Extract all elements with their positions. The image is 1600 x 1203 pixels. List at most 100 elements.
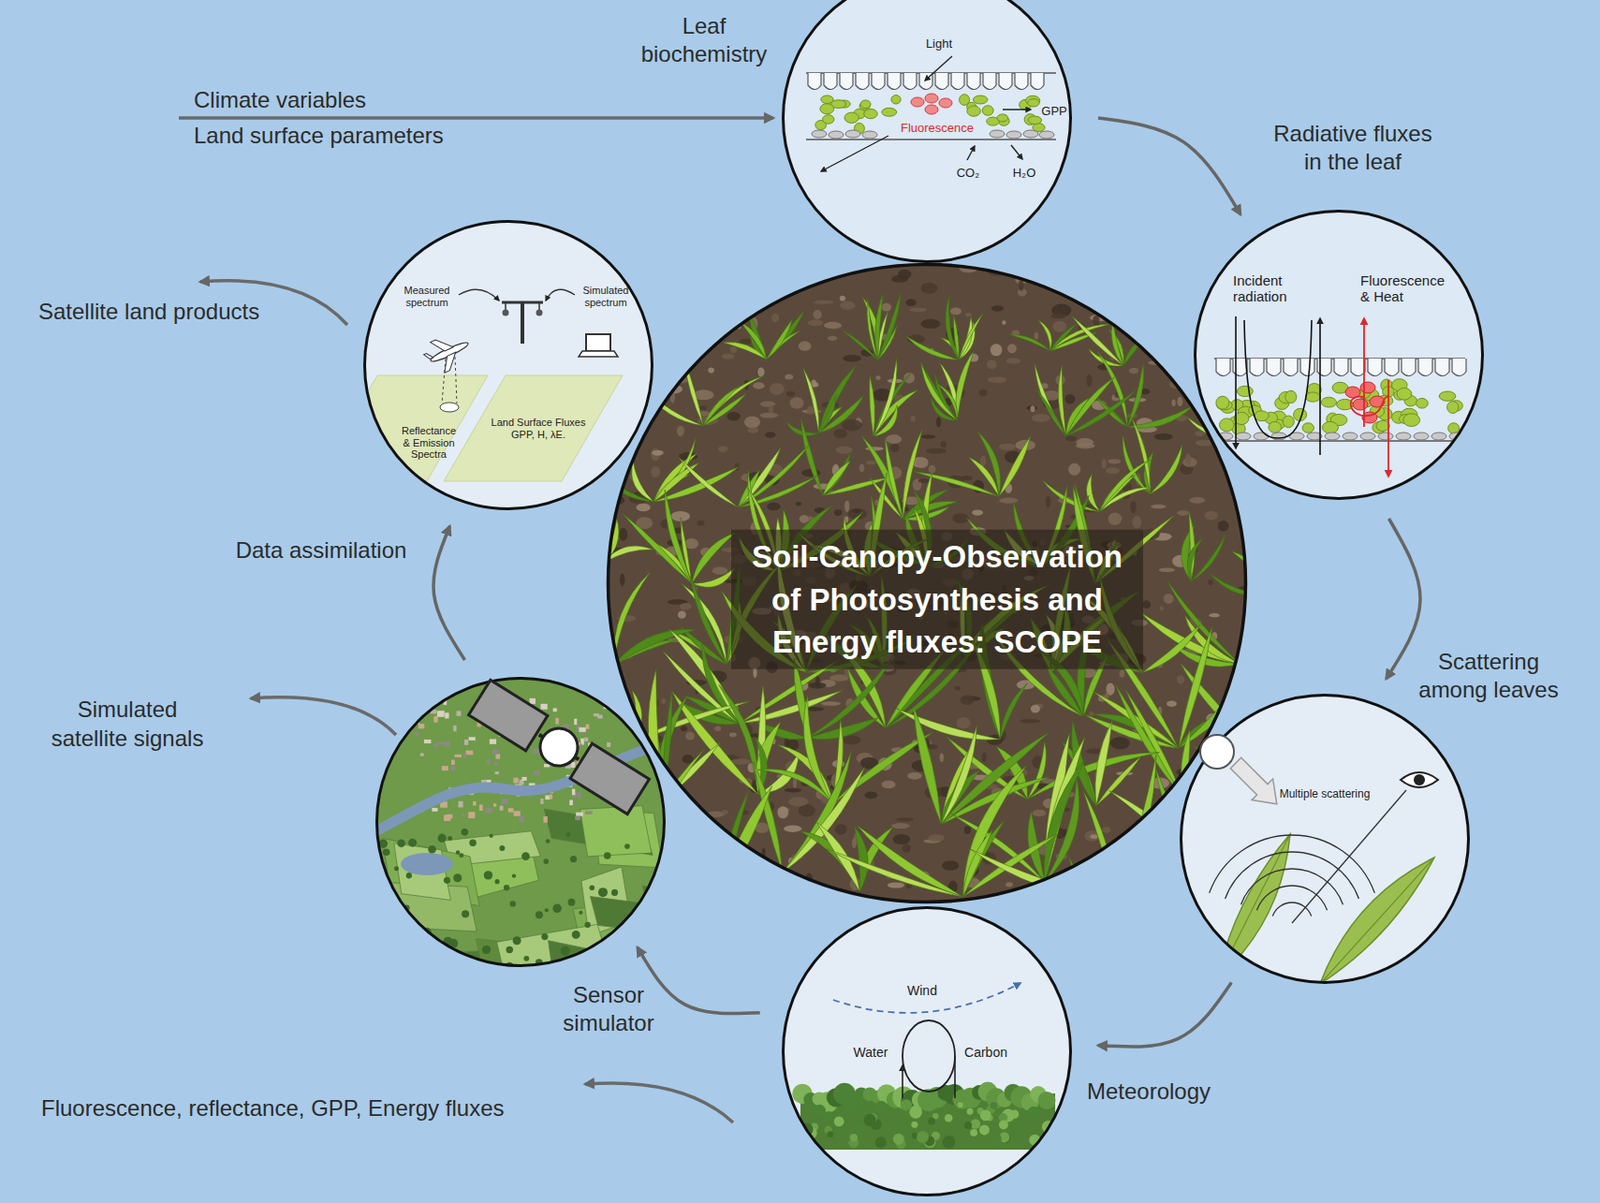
drawing-line xyxy=(455,356,457,404)
drawing-path xyxy=(1283,358,1298,377)
drawing-path xyxy=(629,240,671,263)
drawing-ellipse xyxy=(959,694,974,705)
drawing-circle xyxy=(1181,695,1469,984)
drawing-path xyxy=(1263,548,1273,595)
drawing-path xyxy=(866,298,878,361)
drawing-circle xyxy=(443,877,451,884)
drawing-ellipse xyxy=(920,282,938,294)
drawing-g xyxy=(781,0,1072,264)
drawing-circle xyxy=(783,0,1072,263)
drawing-path xyxy=(896,708,1000,740)
drawing-ellipse xyxy=(440,402,459,412)
drawing-ellipse xyxy=(1253,432,1269,441)
drawing-rect xyxy=(501,798,508,805)
drawing-path xyxy=(814,259,859,273)
drawing-ellipse xyxy=(811,130,827,138)
drawing-ellipse xyxy=(1158,353,1163,361)
drawing-rect xyxy=(472,801,477,807)
drawing-ellipse xyxy=(967,105,981,117)
drawing-ellipse xyxy=(771,313,779,323)
drawing-circle xyxy=(377,678,665,967)
drawing-ellipse xyxy=(677,827,693,833)
drawing-ellipse xyxy=(676,863,686,869)
drawing-path xyxy=(1044,736,1086,882)
gpp-label: GPP xyxy=(1039,104,1070,119)
drawing-path xyxy=(951,73,965,90)
drawing-rect xyxy=(434,716,439,723)
drawing-ellipse xyxy=(813,300,835,305)
drawing-ellipse xyxy=(1006,131,1022,139)
drawing-ellipse xyxy=(1077,291,1085,303)
drawing-path xyxy=(1067,261,1074,289)
drawing-ellipse xyxy=(842,735,861,746)
drawing-ellipse xyxy=(1207,579,1214,586)
drawing-path xyxy=(1309,577,1370,657)
drawing-ellipse xyxy=(902,843,911,853)
drawing-ellipse xyxy=(1208,613,1220,617)
drawing-ellipse xyxy=(979,389,988,397)
drawing-path xyxy=(1155,250,1187,281)
drawing-circle xyxy=(1200,734,1234,769)
drawing-ellipse xyxy=(1396,387,1412,400)
drawing-ellipse xyxy=(813,889,830,895)
drawing-ellipse xyxy=(875,375,881,381)
drawing-ellipse xyxy=(862,131,878,139)
drawing-ellipse xyxy=(1438,391,1456,401)
drawing-path xyxy=(1300,358,1315,377)
drawing-ellipse xyxy=(1163,593,1175,604)
drawing-circle xyxy=(535,910,544,919)
output-arrow xyxy=(585,1083,734,1123)
drawing-path xyxy=(1086,473,1100,512)
drawing-ellipse xyxy=(927,834,944,841)
drawing-ellipse xyxy=(650,466,661,478)
drawing-ellipse xyxy=(835,823,848,836)
drawing-circle xyxy=(403,934,409,940)
drawing-ellipse xyxy=(820,103,835,115)
drawing-ellipse xyxy=(691,823,701,834)
drawing-ellipse xyxy=(1176,510,1189,516)
step-heading: Leaf biochemistry xyxy=(629,12,779,69)
drawing-polygon xyxy=(430,334,454,355)
drawing-ellipse xyxy=(1018,279,1025,292)
drawing-ellipse xyxy=(881,107,897,117)
drawing-path xyxy=(1401,358,1416,377)
data-assimilation-circle: Data assimilationMeasured spectrumSimula… xyxy=(363,220,654,511)
drawing-ellipse xyxy=(1109,883,1130,895)
drawing-ellipse xyxy=(1105,467,1120,474)
drawing-circle xyxy=(406,872,412,879)
drawing-ellipse xyxy=(766,502,780,512)
drawing-ellipse xyxy=(827,336,837,341)
drawing-ellipse xyxy=(668,320,677,326)
drawing-ellipse xyxy=(700,405,707,411)
drawing-path xyxy=(782,766,866,873)
drawing-ellipse xyxy=(1110,736,1131,749)
drawing-path xyxy=(822,460,852,496)
drawing-polygon xyxy=(424,351,434,361)
drawing-circle xyxy=(512,873,516,878)
flow-arrow xyxy=(433,526,465,661)
output-label: Simulated satellite signals xyxy=(43,694,212,753)
co2-label: CO₂ xyxy=(951,166,985,181)
drawing-circle xyxy=(545,838,550,843)
drawing-circle xyxy=(468,961,474,968)
drawing-path xyxy=(722,341,767,359)
drawing-circle xyxy=(649,910,654,915)
drawing-ellipse xyxy=(712,854,724,867)
drawing-ellipse xyxy=(959,475,973,481)
drawing-rect xyxy=(437,710,445,718)
drawing-path xyxy=(1187,538,1203,582)
drawing-rect xyxy=(424,739,432,744)
drawing-ellipse xyxy=(1068,463,1081,476)
drawing-path xyxy=(546,494,603,565)
drawing-line xyxy=(1320,857,1435,984)
drawing-rect xyxy=(453,725,456,732)
drawing-circle xyxy=(495,879,500,884)
drawing-path xyxy=(670,229,707,263)
drawing-ellipse xyxy=(997,114,1009,122)
drawing-path xyxy=(1319,318,1322,456)
drawing-polygon xyxy=(580,806,652,857)
drawing-path xyxy=(678,456,738,507)
drawing-ellipse xyxy=(982,752,987,764)
drawing-ellipse xyxy=(619,573,625,587)
drawing-ellipse xyxy=(954,686,961,691)
